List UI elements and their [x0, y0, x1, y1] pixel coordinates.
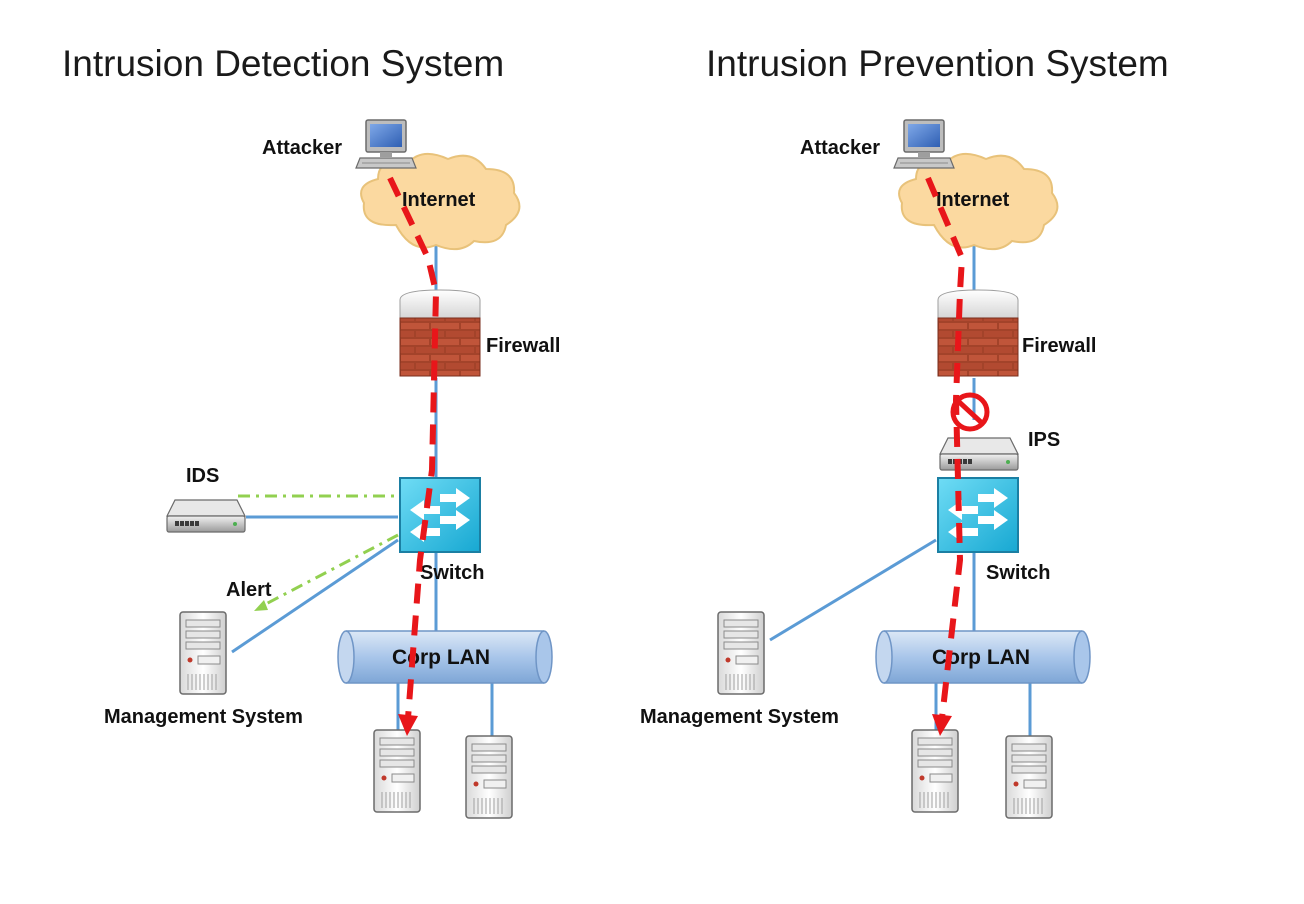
ids-switch-label: Switch	[420, 562, 484, 584]
ids-label: IDS	[186, 465, 219, 487]
ids-alert-label: Alert	[226, 579, 272, 601]
ips-internet-label: Internet	[936, 189, 1010, 211]
ips-appliance-icon	[939, 437, 1019, 471]
ips-attack-path	[925, 176, 966, 719]
ids-server-icon	[465, 735, 513, 819]
ips-attacker-label: Attacker	[800, 137, 880, 159]
ids-management-server-icon	[179, 611, 227, 695]
ips-attacker-computer-icon	[893, 119, 955, 169]
ips-corp-lan-icon	[875, 630, 1091, 684]
ids-firewall-label: Firewall	[486, 335, 560, 357]
ips-management-server-icon	[717, 611, 765, 695]
ids-alert-lines	[238, 494, 399, 608]
ids-appliance-icon	[166, 499, 246, 533]
ids-alert-arrowhead	[254, 600, 268, 611]
ids-firewall-icon	[399, 289, 481, 377]
ids-switch-icon	[399, 477, 481, 553]
ids-attacker-label: Attacker	[262, 137, 342, 159]
ips-server-icon	[911, 729, 959, 813]
ips-panel: Intrusion Prevention System Internet Att…	[640, 43, 1169, 819]
ips-server-icon	[1005, 735, 1053, 819]
ids-panel-title: Intrusion Detection System	[62, 43, 504, 84]
ips-block-icon	[950, 392, 990, 432]
ips-firewall-icon	[937, 289, 1019, 377]
ids-attack-arrowhead	[398, 714, 418, 736]
ips-panel-title: Intrusion Prevention System	[706, 43, 1169, 84]
ids-corp-lan-icon	[337, 630, 553, 684]
ids-corp-lan-label: Corp LAN	[392, 646, 490, 669]
ids-attack-path	[387, 176, 440, 719]
ids-attacker-computer-icon	[355, 119, 417, 169]
ips-label: IPS	[1028, 429, 1060, 451]
ips-management-label: Management System	[640, 706, 839, 728]
ids-panel: Intrusion Detection System Internet Atta…	[62, 43, 560, 819]
ids-internet-label: Internet	[402, 189, 476, 211]
ips-firewall-label: Firewall	[1022, 335, 1096, 357]
ips-switch-icon	[937, 477, 1019, 553]
ids-management-label: Management System	[104, 706, 303, 728]
ips-corp-lan-label: Corp LAN	[932, 646, 1030, 669]
ips-switch-label: Switch	[986, 562, 1050, 584]
ips-attack-arrowhead	[932, 714, 952, 736]
ids-server-icon	[373, 729, 421, 813]
